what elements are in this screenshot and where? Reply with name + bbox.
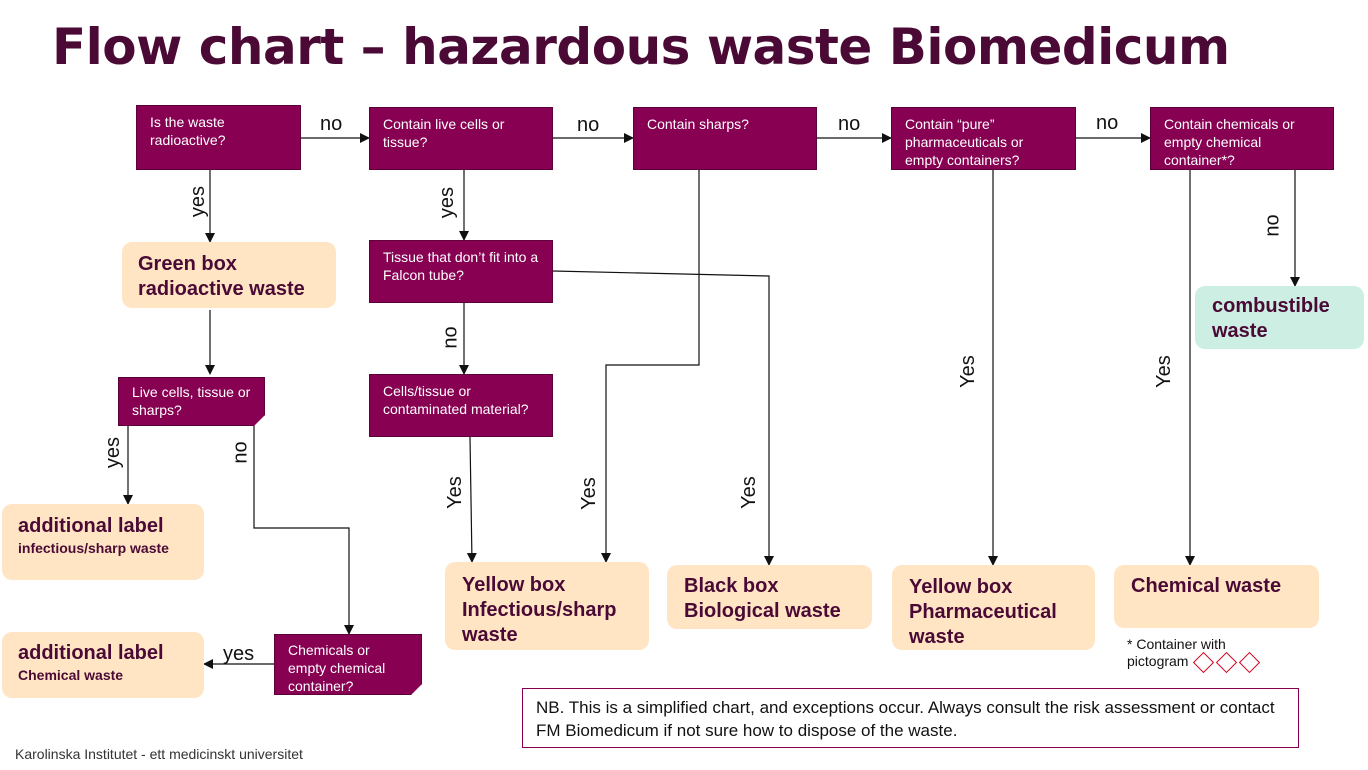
edge-label-no: no <box>320 113 343 135</box>
combustible-line1: combustible <box>1212 295 1330 317</box>
label-infectious-title: additional label <box>18 515 164 537</box>
outcome-green-box: Green box radioactive waste <box>122 242 336 308</box>
edge-label-no: no <box>1096 112 1119 134</box>
edge-label-no: no <box>439 326 462 349</box>
outcome-label-infectious: additional label infectious/sharp waste <box>2 504 204 580</box>
combustible-line2: waste <box>1212 320 1268 342</box>
question-falcon-tube: Tissue that don’t fit into a Falcon tube… <box>369 240 553 303</box>
green-box-line1: Green box <box>138 253 237 275</box>
green-box-line2: radioactive waste <box>138 278 305 300</box>
question-pharmaceuticals: Contain “pure” pharmaceuticals or empty … <box>891 107 1076 170</box>
yellow-infectious-line3: waste <box>462 624 518 646</box>
yellow-pharma-line3: waste <box>909 626 965 648</box>
yellow-pharma-line1: Yellow box <box>909 576 1013 598</box>
outcome-yellow-pharma: Yellow box Pharmaceutical waste <box>892 565 1095 650</box>
footnote-line2: pictogram <box>1127 653 1189 669</box>
edge-label-yes: Yes <box>737 476 760 509</box>
edge-label-yes: yes <box>436 186 459 219</box>
outcome-black-box: Black box Biological waste <box>667 565 872 629</box>
question-live-cells-sharps: Live cells, tissue or sharps? <box>118 377 265 426</box>
edge-label-yes: Yes <box>443 476 466 509</box>
hazard-pictogram-health-icon <box>1216 651 1238 673</box>
hazard-pictogram-environment-icon <box>1239 651 1261 673</box>
label-infectious-sub: infectious/sharp waste <box>18 540 169 556</box>
yellow-infectious-line1: Yellow box <box>462 574 566 596</box>
yellow-pharma-line2: Pharmaceutical <box>909 601 1057 623</box>
outcome-label-chemical: additional label Chemical waste <box>2 632 204 698</box>
black-box-line2: Biological waste <box>684 600 841 622</box>
container-footnote: * Container with pictogram <box>1127 636 1261 673</box>
edge-label-yes: Yes <box>1152 355 1175 388</box>
disclaimer-note: NB. This is a simplified chart, and exce… <box>522 688 1299 748</box>
yellow-infectious-line2: Infectious/sharp <box>462 599 617 621</box>
black-box-line1: Black box <box>684 575 779 597</box>
label-chemical-sub: Chemical waste <box>18 667 124 683</box>
footer-text: Karolinska Institutet - ett medicinskt u… <box>15 746 303 762</box>
edge-label-no: no <box>577 114 600 136</box>
label-chemical-title: additional label <box>18 642 164 664</box>
page-title: Flow chart – hazardous waste Biomedicum <box>52 18 1230 76</box>
edge-label-no: no <box>838 113 861 135</box>
question-chemicals: Contain chemicals or empty chemical cont… <box>1150 107 1334 170</box>
edge-label-yes: yes <box>187 185 210 218</box>
question-contaminated: Cells/tissue or contaminated material? <box>369 374 553 437</box>
edge-label-yes: Yes <box>577 477 600 510</box>
question-radioactive: Is the waste radioactive? <box>136 105 301 170</box>
hazard-pictogram-skull-icon <box>1193 651 1215 673</box>
edge-label-yes: yes <box>223 643 255 665</box>
question-live-cells: Contain live cells or tissue? <box>369 107 553 170</box>
outcome-yellow-infectious: Yellow box Infectious/sharp waste <box>445 562 649 650</box>
outcome-combustible: combustible waste <box>1195 286 1364 349</box>
question-chemical-container: Chemicals or empty chemical container? <box>274 634 422 695</box>
edge-label-no: no <box>229 441 252 464</box>
edge-label-yes: yes <box>102 436 125 469</box>
footnote-line1: * Container with <box>1127 636 1226 652</box>
question-sharps: Contain sharps? <box>633 107 817 170</box>
outcome-chemical-waste: Chemical waste <box>1114 565 1319 628</box>
edge-label-no: no <box>1261 214 1284 237</box>
edge-label-yes: Yes <box>956 355 979 388</box>
